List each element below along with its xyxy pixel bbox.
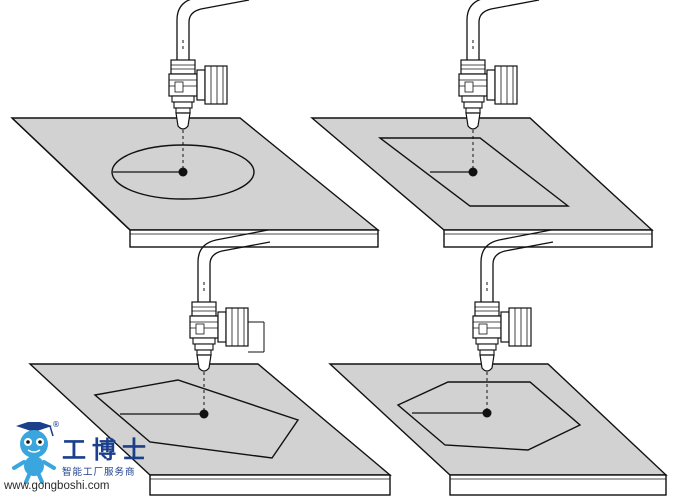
metal-plate — [310, 117, 654, 231]
plate-edge — [443, 229, 653, 248]
plate-edge — [449, 474, 667, 496]
plasma-torch — [458, 0, 540, 130]
brand-name: 工博士 — [62, 436, 152, 464]
brand-logo: ® 工博士 智能工厂服务商 www.gongboshi.com — [4, 420, 204, 500]
panel-pentagon — [28, 229, 392, 496]
panel-parallelogram — [310, 0, 654, 248]
plate-edge — [149, 474, 391, 496]
metal-plate — [328, 363, 668, 476]
metal-plate — [10, 117, 380, 231]
pierce-point — [199, 409, 209, 419]
cut-path-parallelogram — [377, 137, 571, 207]
brand-url: www.gongboshi.com — [4, 480, 110, 492]
plasma-torch — [168, 0, 250, 130]
panel-hexagon — [328, 229, 668, 496]
panel-ellipse — [10, 0, 380, 248]
pierce-point — [178, 167, 188, 177]
pierce-point — [468, 167, 478, 177]
plasma-torch — [472, 229, 554, 372]
pierce-point — [482, 408, 492, 418]
mascot-icon — [12, 422, 56, 484]
cut-path-hexagon — [396, 381, 582, 451]
registered-mark: ® — [52, 420, 60, 429]
cut-path-pentagon — [93, 379, 300, 459]
plasma-torch — [189, 229, 271, 372]
brand-subtitle: 智能工厂服务商 — [62, 467, 136, 478]
